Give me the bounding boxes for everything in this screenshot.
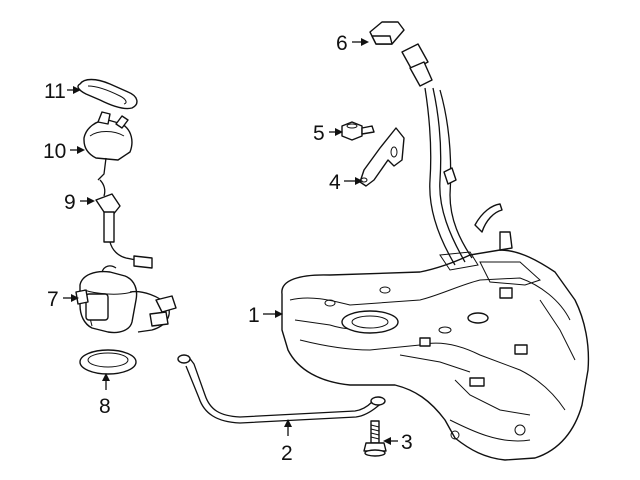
callout-4: 4: [329, 171, 341, 194]
gasket: [77, 78, 138, 110]
leader-lines: [63, 38, 398, 445]
callout-6: 6: [336, 32, 348, 55]
callout-8: 8: [99, 395, 111, 418]
fuel-tank: [281, 203, 590, 461]
callout-3: 3: [401, 431, 413, 454]
callout-2: 2: [281, 442, 293, 465]
bracket: [359, 127, 405, 187]
tank-strap: [177, 354, 386, 424]
callout-7: 7: [47, 288, 59, 311]
seal-ring: [79, 349, 137, 375]
nut: [341, 121, 375, 141]
callout-labels: 1 2 3 4 5 6 7 8 9 10 11: [43, 32, 413, 465]
pump-cover: [83, 111, 133, 181]
fuel-pump-module: [75, 265, 177, 334]
fuel-filler-hoses: [401, 43, 473, 266]
clip: [369, 21, 405, 45]
callout-10: 10: [43, 140, 66, 163]
bolt: [363, 420, 387, 457]
callout-11: 11: [44, 80, 66, 103]
fuel-level-sender: [95, 179, 153, 269]
callout-1: 1: [248, 304, 260, 327]
callout-9: 9: [64, 191, 76, 214]
callout-5: 5: [313, 122, 325, 145]
